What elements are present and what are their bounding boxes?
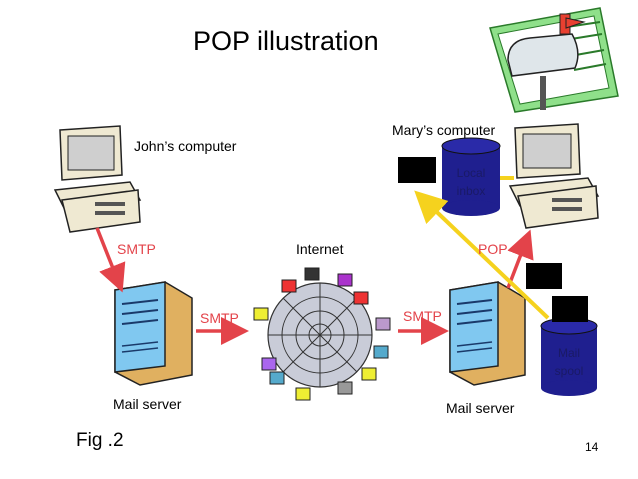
- server-tower-icon: [449, 281, 526, 386]
- marys-computer-label: Mary’s computer: [392, 122, 496, 138]
- smtp-label-right: SMTP: [403, 308, 442, 324]
- internet-web-icon: [253, 267, 391, 401]
- local-inbox-line1: Local: [456, 166, 486, 180]
- smtp-label-left: SMTP: [200, 310, 239, 326]
- black-box: [526, 263, 562, 289]
- local-inbox-label: Local inbox: [443, 164, 499, 200]
- mail-spool-line2: spool: [554, 364, 584, 378]
- black-box: [552, 296, 588, 322]
- mailbox-clipart-icon: [489, 7, 619, 113]
- pop-label: POP: [478, 241, 508, 257]
- smtp-label-john: SMTP: [117, 241, 156, 257]
- yellow-arrow-spool-to-inbox: [414, 190, 550, 320]
- mail-server-right-label: Mail server: [446, 400, 515, 416]
- desktop-computer-icon: [508, 123, 600, 229]
- desktop-computer-icon: [53, 125, 142, 233]
- mail-spool-line1: Mail: [557, 346, 580, 360]
- figure-label: Fig .2: [76, 430, 124, 451]
- internet-label: Internet: [296, 241, 344, 257]
- database-cylinder-icon: [540, 317, 598, 396]
- page-number: 14: [585, 440, 599, 454]
- smtp-arrow-john-to-server: [95, 227, 126, 293]
- pop-arrow: [506, 229, 534, 289]
- black-box: [398, 157, 436, 183]
- database-cylinder-icon: [441, 137, 501, 216]
- server-tower-icon: [114, 281, 193, 386]
- page-title: POP illustration: [193, 26, 379, 56]
- johns-computer-label: John’s computer: [134, 138, 237, 154]
- mail-server-left-label: Mail server: [113, 396, 182, 412]
- mail-spool-label: Mail spool: [541, 344, 597, 380]
- local-inbox-line2: inbox: [456, 184, 486, 198]
